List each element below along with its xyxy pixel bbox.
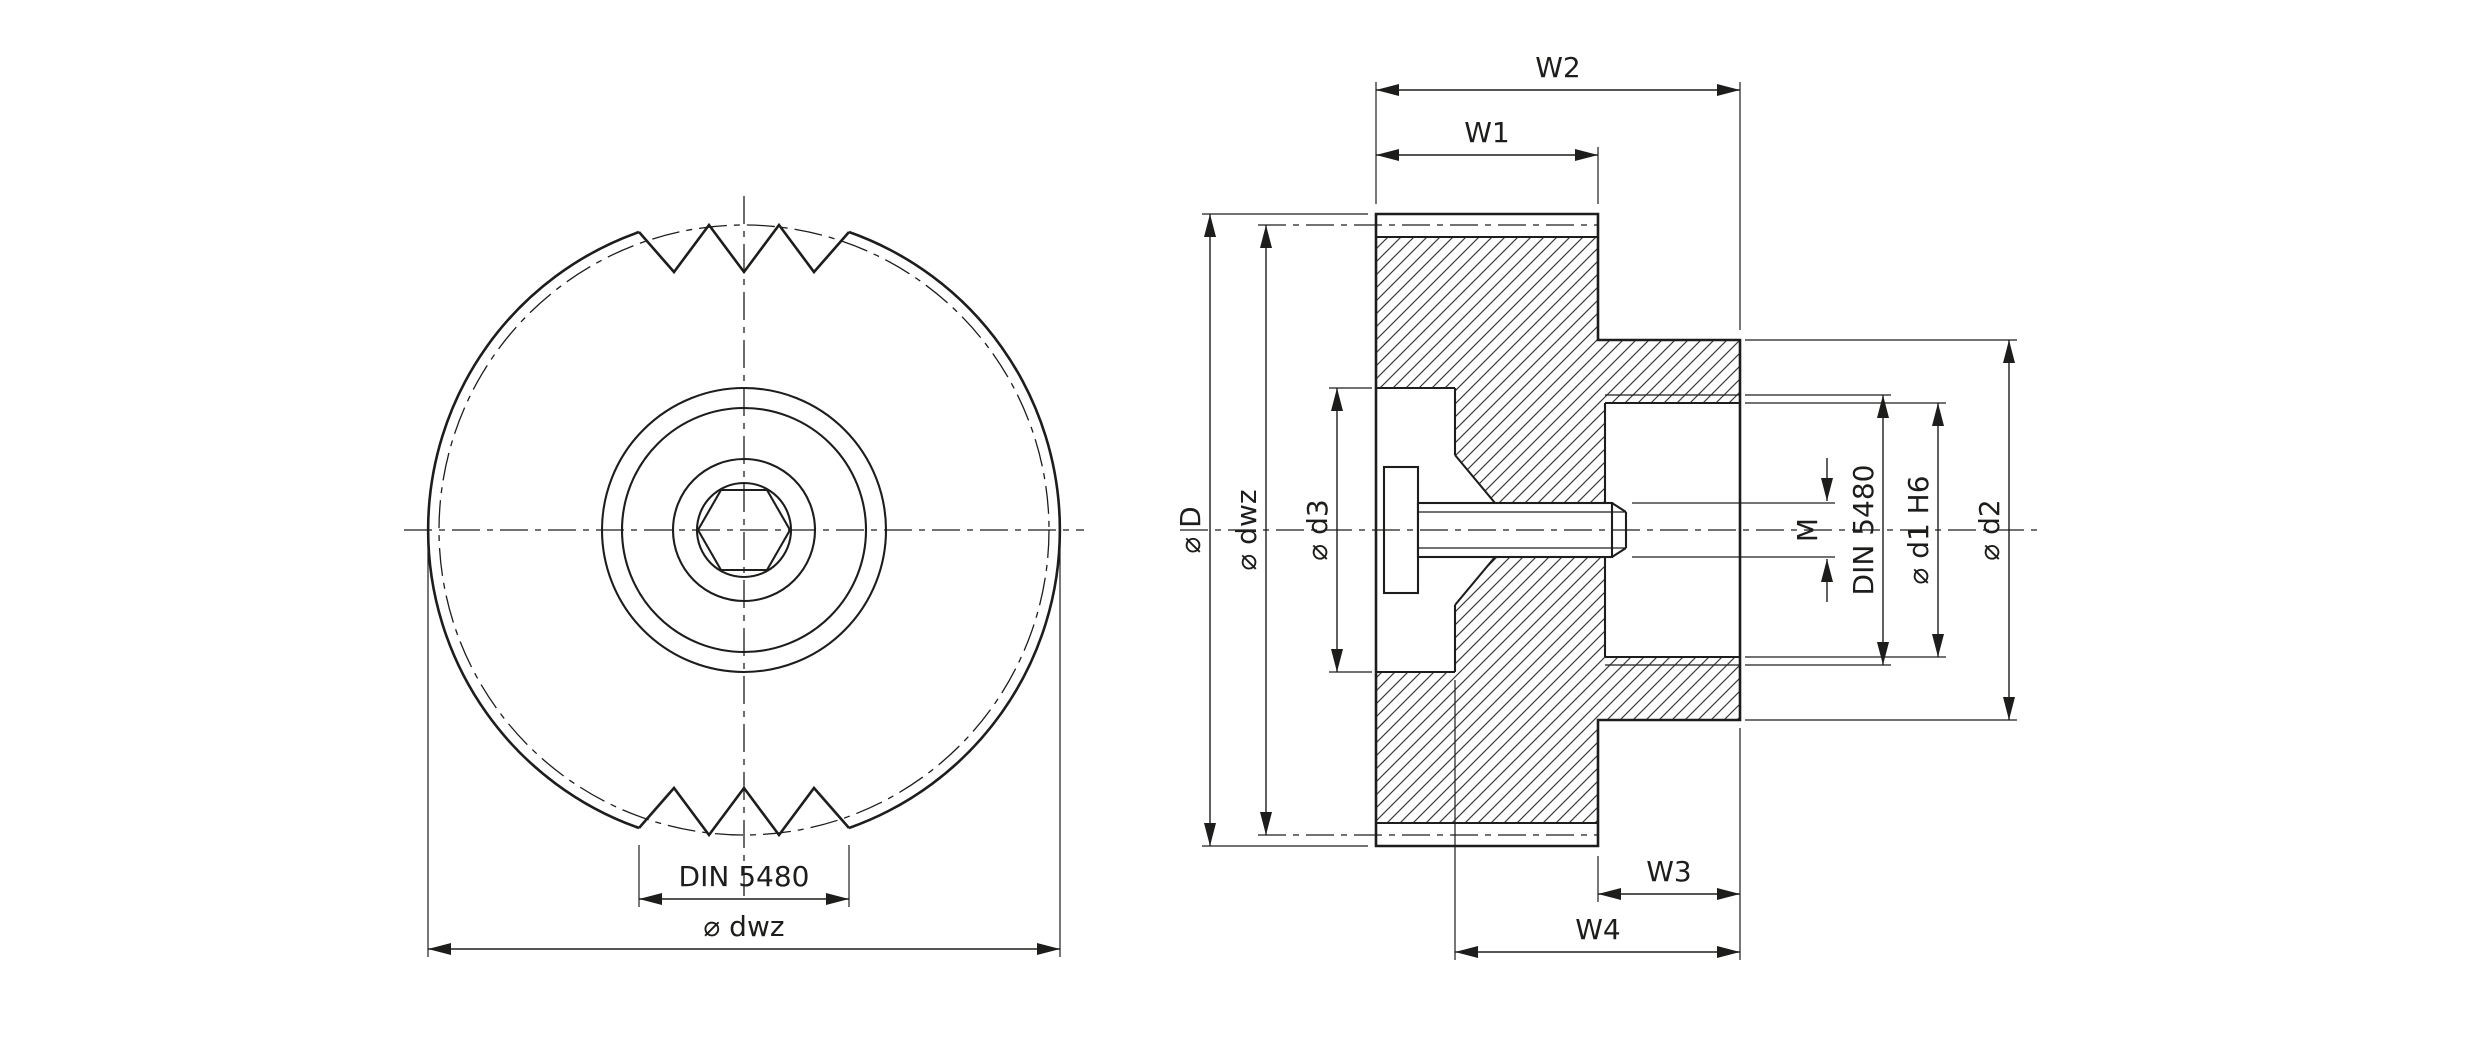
section-outer-profile — [1374, 212, 1742, 848]
outer-circle-left-arc — [426, 230, 640, 830]
bore-circle-d1 — [620, 406, 868, 654]
dim-label-w4: W4 — [1575, 913, 1621, 946]
dim-d2: ⌀ d2 — [1745, 339, 2017, 721]
dim-label-w2: W2 — [1535, 51, 1581, 84]
pitch-circle — [438, 224, 1050, 836]
dim-d1: ⌀ d1 H6 — [1745, 402, 1946, 658]
dim-label-D: ⌀ D — [1174, 506, 1207, 553]
dim-label-d3: ⌀ d3 — [1301, 499, 1334, 560]
section-view: W2 W1 W3 W4 ⌀ D — [1174, 51, 2040, 960]
screw-head-circle — [671, 457, 817, 603]
dim-label-dwz-section: ⌀ dwz — [1230, 489, 1263, 570]
dim-w4: W4 — [1454, 680, 1740, 960]
dim-label-din-front: DIN 5480 — [679, 860, 810, 893]
countersink-cone-top — [1454, 454, 1496, 504]
counterbore-circle-d3 — [600, 386, 888, 674]
dim-label-M: M — [1791, 518, 1824, 542]
hatch-lower — [1376, 557, 1740, 823]
front-view: DIN 5480 ⌀ dwz — [404, 196, 1084, 957]
dim-M: M — [1632, 458, 1835, 602]
hex-socket — [696, 488, 792, 572]
countersink-cone-bottom — [1454, 556, 1496, 606]
dim-dwz-section: ⌀ dwz — [1230, 225, 1272, 835]
spline-teeth-bottom — [638, 785, 850, 838]
dim-w1: W1 — [1376, 116, 1599, 204]
dim-din-front: DIN 5480 — [638, 845, 850, 907]
outer-circle-right-arc — [848, 230, 1062, 830]
dim-label-d1: ⌀ d1 H6 — [1902, 475, 1935, 584]
dim-D: ⌀ D — [1174, 213, 1368, 847]
spline-teeth-top — [638, 222, 850, 275]
dim-label-d2: ⌀ d2 — [1973, 499, 2006, 560]
screw-tip-chamfer-bottom — [1611, 547, 1627, 558]
dim-w3: W3 — [1597, 728, 1741, 960]
dim-label-dwz-front: ⌀ dwz — [703, 910, 784, 943]
dim-label-w1: W1 — [1464, 116, 1510, 149]
dim-w2: W2 — [1375, 51, 1741, 330]
dim-din-section: DIN 5480 — [1745, 394, 1891, 666]
dim-label-din-section: DIN 5480 — [1847, 465, 1880, 596]
hatch-upper — [1376, 237, 1740, 503]
screw-tip-chamfer-top — [1611, 502, 1627, 513]
dim-d3: ⌀ d3 — [1301, 387, 1372, 673]
dim-label-w3: W3 — [1646, 855, 1692, 888]
dim-dwz-front: ⌀ dwz — [427, 540, 1061, 957]
